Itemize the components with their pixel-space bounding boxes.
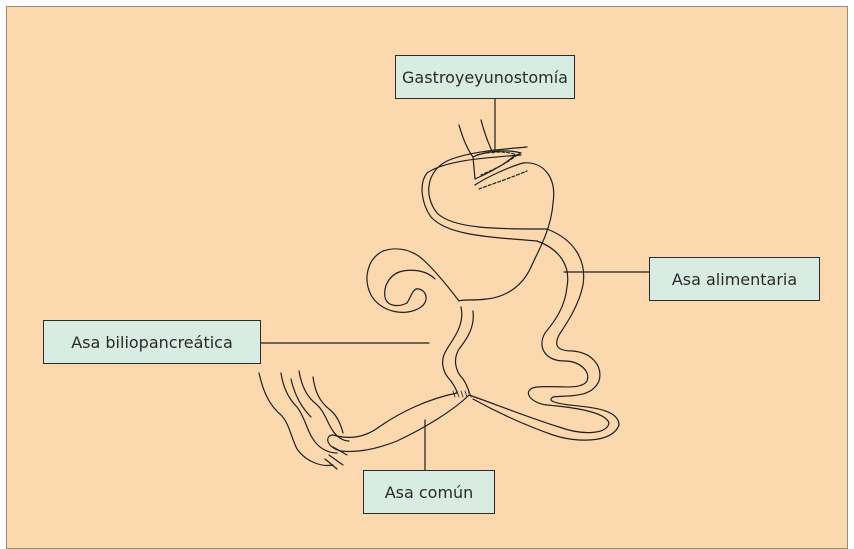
alimentary-limb (422, 147, 619, 440)
label-gastroyeyunostomia-text: Gastroyeyunostomía (402, 68, 568, 87)
label-asa-biliopancreatica: Asa biliopancreática (43, 320, 261, 364)
diagram-canvas: Gastroyeyunostomía Asa alimentaria Asa b… (6, 6, 848, 549)
common-limb (328, 393, 469, 452)
label-gastroyeyunostomia: Gastroyeyunostomía (395, 55, 575, 99)
label-asa-comun: Asa común (363, 470, 495, 514)
label-asa-alimentaria-text: Asa alimentaria (672, 270, 797, 289)
remnant-stomach (367, 163, 554, 313)
duodenum (443, 307, 474, 393)
label-asa-alimentaria: Asa alimentaria (649, 257, 820, 301)
label-asa-biliopancreatica-text: Asa biliopancreática (71, 333, 233, 352)
intestinal-coils (259, 371, 349, 469)
label-asa-comun-text: Asa común (385, 483, 474, 502)
